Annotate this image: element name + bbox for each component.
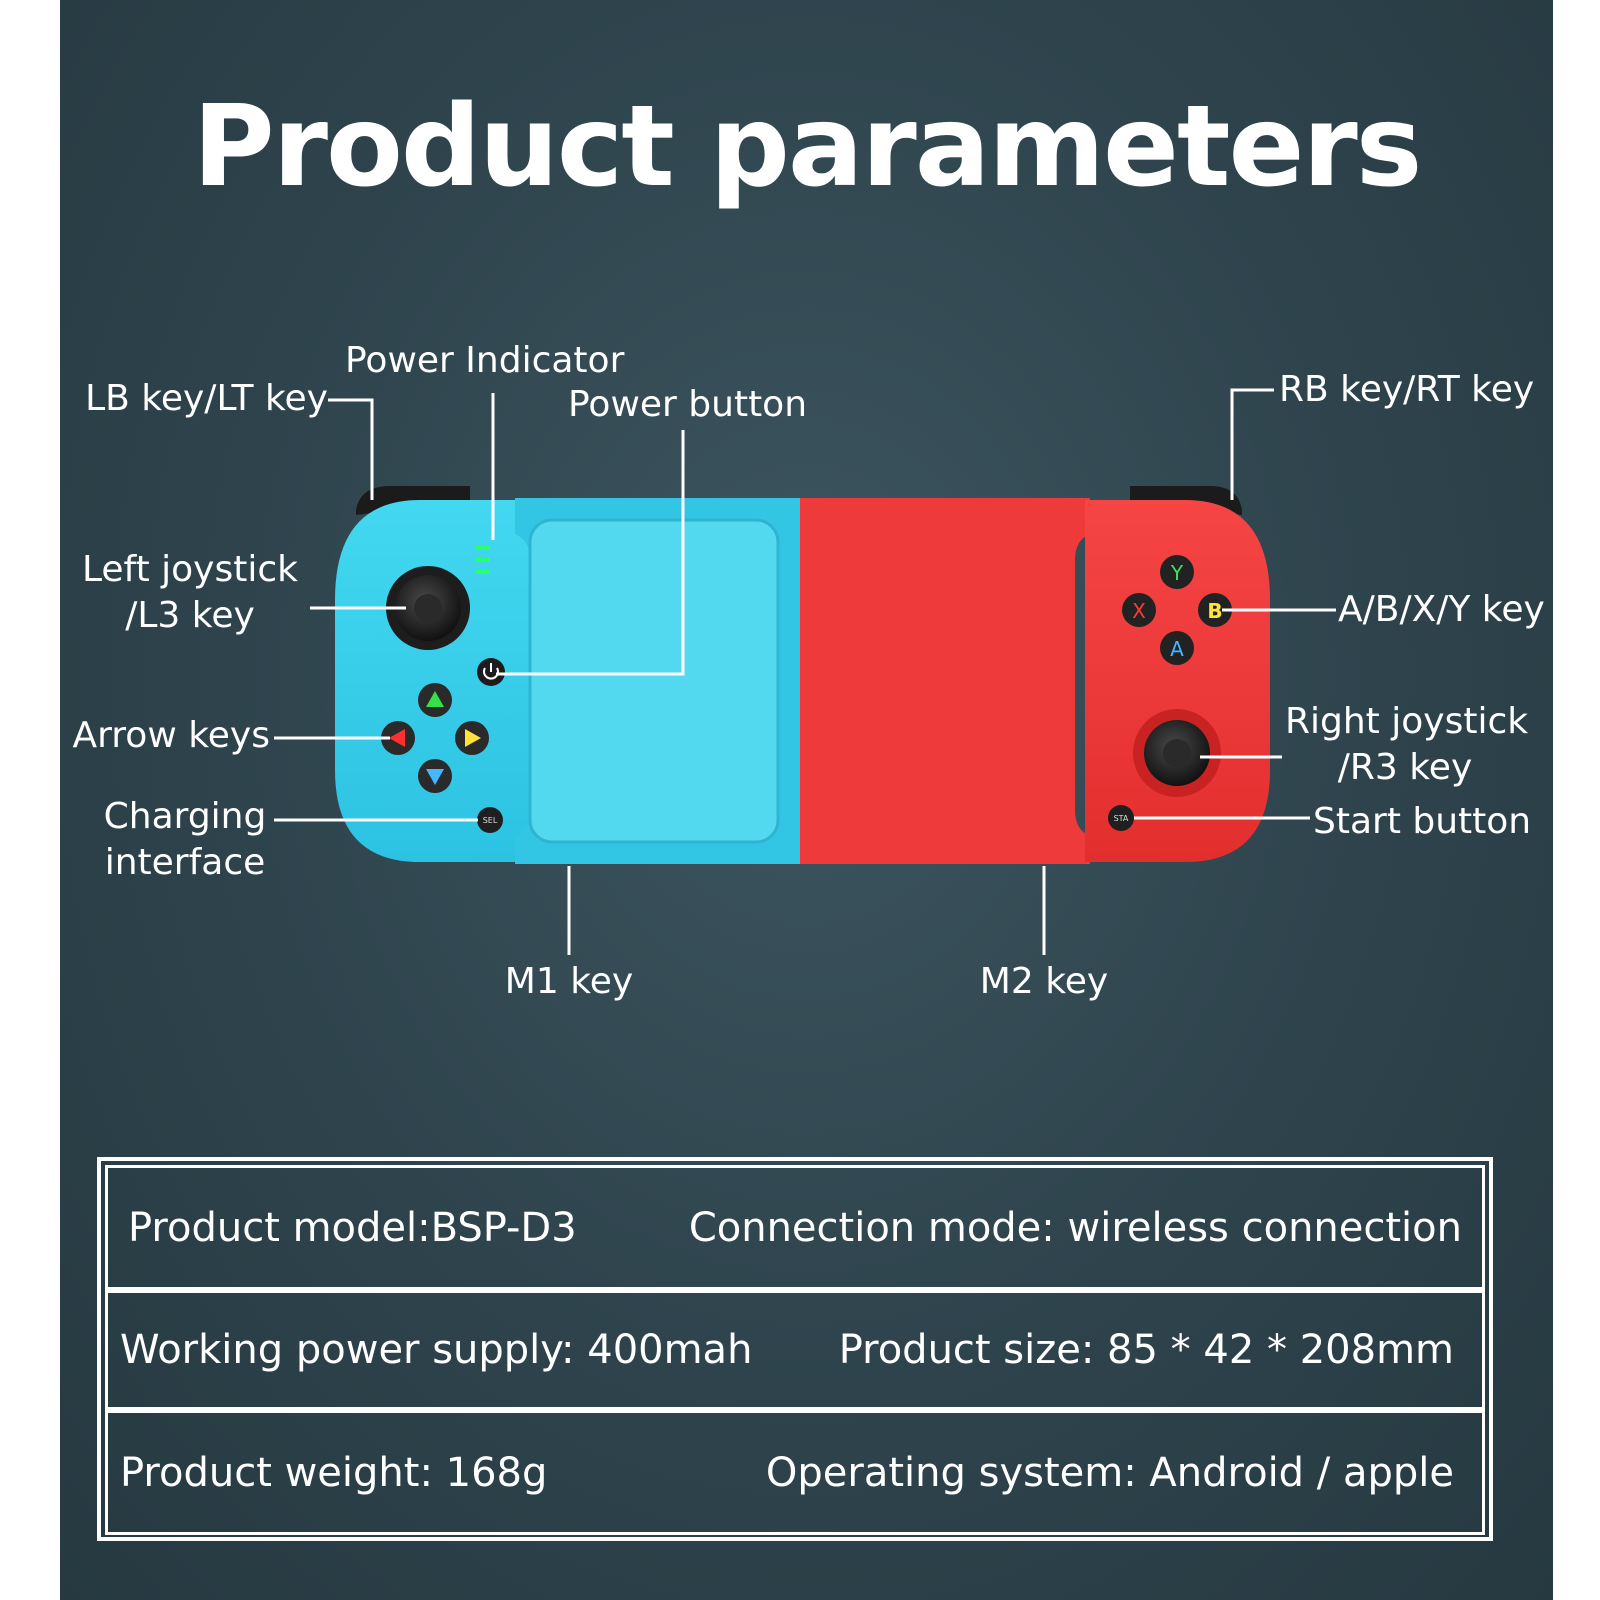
start-button-label: Start button (1313, 801, 1532, 842)
right-grip (1085, 500, 1270, 862)
a-button[interactable]: A (1160, 631, 1194, 665)
lb-lt-key-label: LB key/LT key (85, 378, 328, 419)
spec-product-size: Product size: 85 * 42 * 208mm (838, 1327, 1454, 1373)
b-button[interactable]: B (1198, 593, 1232, 627)
right-phone-holder (800, 498, 1090, 864)
dpad-right[interactable] (455, 721, 489, 755)
svg-text:STA: STA (1114, 814, 1129, 823)
m1-key-label: M1 key (504, 961, 634, 1002)
spec-row: Product model:BSP-D3 Connection mode: wi… (105, 1165, 1485, 1290)
spec-table: Product model:BSP-D3 Connection mode: wi… (97, 1157, 1493, 1541)
right-joystick-label-line1: Right joystick (1285, 701, 1529, 742)
power-indicator-label: Power Indicator (345, 340, 625, 381)
spec-connection-mode: Connection mode: wireless connection (688, 1204, 1462, 1251)
controller-diagram: SEL Y X B A STA (274, 388, 1336, 955)
dpad-left[interactable] (381, 721, 415, 755)
left-joystick-label-line2: /L3 key (125, 595, 255, 636)
svg-text:X: X (1132, 599, 1146, 623)
page-title: Product parameters (192, 82, 1423, 212)
select-button[interactable]: SEL (477, 807, 503, 833)
rb-rt-key-label: RB key/RT key (1279, 369, 1535, 410)
spec-power-supply: Working power supply: 400mah (120, 1327, 753, 1373)
svg-text:A: A (1170, 637, 1184, 661)
spec-row: Working power supply: 400mah Product siz… (105, 1290, 1485, 1410)
svg-text:SEL: SEL (483, 816, 498, 825)
power-button[interactable] (477, 658, 505, 686)
spec-row: Product weight: 168g Operating system: A… (105, 1410, 1485, 1535)
power-button-label: Power button (568, 384, 808, 425)
spec-product-model: Product model:BSP-D3 (128, 1204, 577, 1251)
dpad-up[interactable] (418, 683, 452, 717)
power-indicator-leds (476, 546, 490, 574)
abxy-key-label: A/B/X/Y key (1338, 589, 1545, 630)
y-button[interactable]: Y (1160, 555, 1194, 589)
left-joystick-label-line1: Left joystick (81, 549, 299, 590)
product-panel: Product parameters (60, 0, 1553, 1600)
right-joystick[interactable] (1133, 709, 1221, 797)
right-joystick-label-line2: /R3 key (1337, 747, 1473, 788)
left-phone-holder (515, 498, 800, 864)
callout-lines (274, 388, 1336, 955)
left-joystick[interactable] (386, 566, 470, 650)
x-button[interactable]: X (1122, 593, 1156, 627)
charging-interface-label-line1: Charging (103, 796, 267, 837)
m2-key-label: M2 key (979, 961, 1109, 1002)
svg-text:Y: Y (1170, 561, 1184, 585)
spec-operating-system: Operating system: Android / apple (765, 1449, 1454, 1496)
svg-text:B: B (1207, 599, 1222, 623)
start-button[interactable]: STA (1108, 805, 1134, 831)
charging-interface-label-line2: interface (104, 842, 266, 883)
dpad-down[interactable] (418, 759, 452, 793)
arrow-keys-label: Arrow keys (72, 715, 271, 756)
spec-product-weight: Product weight: 168g (120, 1449, 548, 1496)
